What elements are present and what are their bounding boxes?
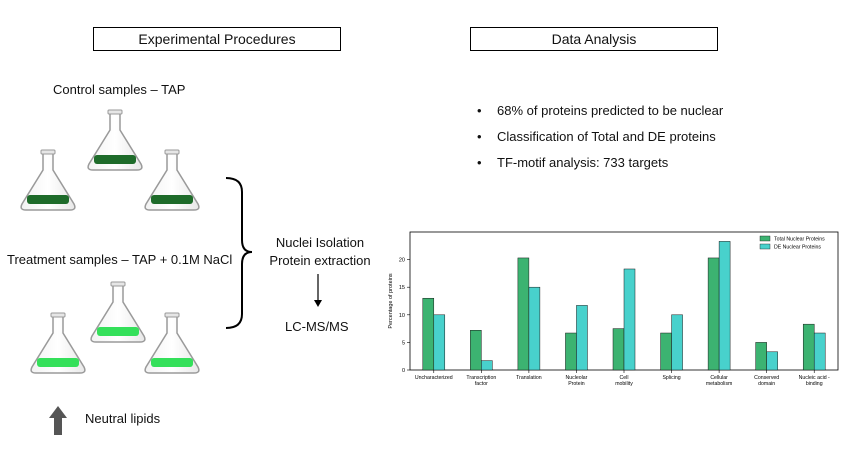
x-tick-label: Conserved [754, 375, 779, 381]
x-tick-label: domain [758, 381, 775, 386]
x-tick-label: Nucleolar [565, 375, 587, 381]
down-arrow-head [314, 300, 322, 307]
legend-entry: Total Nuclear Proteins [774, 237, 825, 243]
nuclei-isolation-label: Nuclei Isolation [275, 235, 365, 250]
bar-total-5 [612, 328, 625, 371]
bar-de-5 [623, 268, 636, 371]
bar-de-6 [671, 314, 683, 371]
bar-total-9 [802, 323, 815, 371]
treatment-flask-right-icon [144, 312, 200, 374]
treatment-flask-center-icon [90, 281, 146, 343]
x-tick-label: Protein [568, 381, 585, 386]
bar-de-2 [481, 360, 493, 371]
x-tick-label: binding [806, 381, 823, 386]
x-tick-label: metabolism [706, 381, 733, 386]
bar-de-1 [433, 314, 446, 371]
lcms-label: LC-MS/MS [285, 319, 349, 334]
bar-de-4 [576, 305, 588, 371]
protein-extraction-label: Protein extraction [269, 253, 371, 268]
x-tick-label: Translation [516, 375, 542, 381]
bar-total-3 [517, 257, 530, 371]
x-tick-label: mobility [615, 381, 633, 386]
x-tick-label: Splicing [662, 375, 680, 381]
legend-swatch [759, 243, 771, 250]
x-tick-label: Cell [620, 375, 629, 381]
y-tick-label: 10 [399, 313, 405, 319]
x-tick-label: factor [475, 381, 488, 386]
control-flask-right-icon [144, 149, 200, 211]
bullet-nuclear-prediction: 68% of proteins predicted to be nuclear [475, 98, 723, 124]
treatment-samples-label: Treatment samples – TAP + 0.1M NaCl [7, 252, 233, 267]
bullet-classification: Classification of Total and DE proteins [475, 124, 723, 150]
data-analysis-title: Data Analysis [470, 27, 718, 51]
x-tick-label: Uncharacterized [415, 375, 453, 381]
control-flask-center-icon [87, 109, 143, 171]
process-label: Nuclei Isolation Protein extraction [262, 234, 378, 270]
y-tick-label: 20 [399, 258, 405, 264]
x-tick-label: Transcription [466, 375, 496, 381]
bar-total-6 [660, 332, 672, 371]
treatment-flask-left-icon [30, 312, 86, 374]
bar-de-7 [718, 241, 731, 371]
bar-de-3 [528, 286, 541, 371]
y-tick-label: 0 [402, 368, 405, 374]
x-tick-label: Nucleic acid - [799, 375, 830, 381]
legend-entry: DE Nuclear Proteins [774, 245, 821, 251]
bar-total-4 [565, 332, 577, 371]
bar-total-1 [422, 297, 435, 371]
control-samples-label: Control samples – TAP [53, 82, 186, 97]
y-tick-label: 5 [402, 340, 405, 346]
y-tick-label: 15 [399, 285, 405, 291]
bar-total-8 [755, 342, 767, 371]
bullet-tf-motif: TF-motif analysis: 733 targets [475, 150, 723, 176]
control-flask-left-icon [20, 149, 76, 211]
experimental-procedures-title: Experimental Procedures [93, 27, 341, 51]
legend-swatch [759, 235, 771, 242]
bar-de-8 [766, 351, 778, 371]
y-axis-label: Percentage of proteins [388, 273, 394, 329]
analysis-bullet-list: 68% of proteins predicted to be nuclear … [475, 98, 723, 176]
bar-de-9 [813, 332, 826, 371]
up-arrow-icon [49, 406, 67, 435]
bar-total-7 [707, 257, 720, 371]
bar-total-2 [470, 330, 482, 371]
neutral-lipids-label: Neutral lipids [85, 411, 161, 426]
x-tick-label: Cellular [710, 375, 728, 381]
